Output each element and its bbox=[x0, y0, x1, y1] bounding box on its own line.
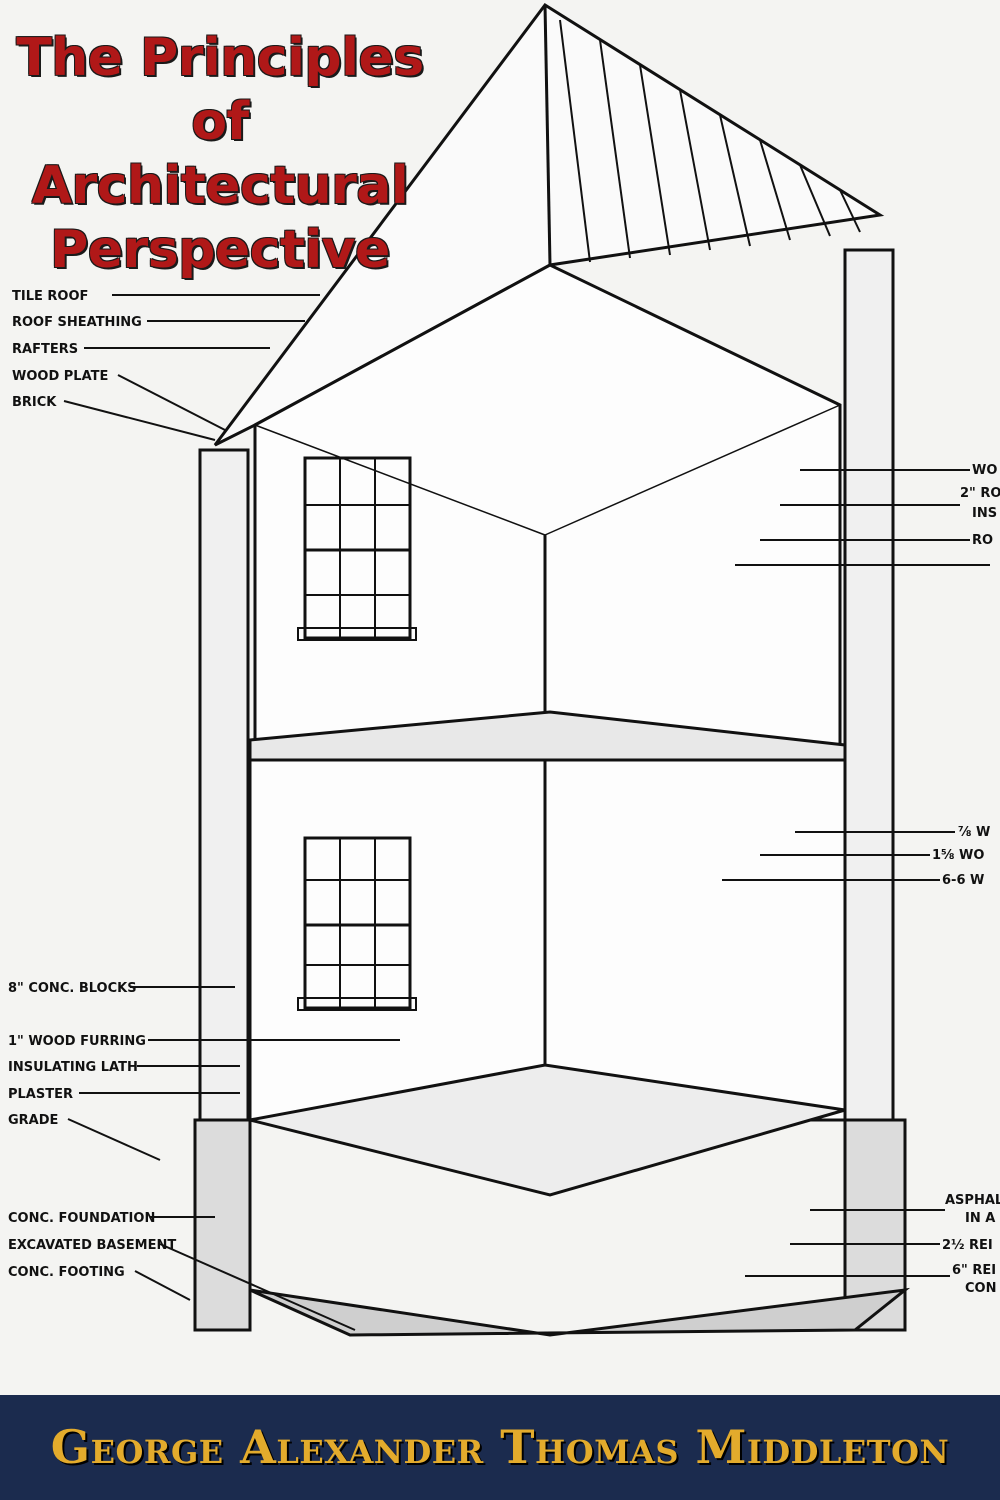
title-line-2: of Architectural bbox=[31, 92, 409, 216]
lower-window bbox=[303, 836, 412, 1010]
label-right-5: ⅞ W bbox=[958, 825, 990, 840]
label-right-9: IN A bbox=[965, 1211, 995, 1226]
label-right-10: 2½ REI bbox=[942, 1238, 993, 1253]
author-banner bbox=[0, 1395, 1000, 1500]
title-line-1: The Principles bbox=[16, 28, 424, 88]
label-right-3: INS bbox=[972, 506, 997, 521]
title-line-3: Perspective bbox=[50, 220, 390, 280]
label-wood-furring: 1" WOOD FURRING bbox=[8, 1034, 146, 1049]
label-insulating-lath: INSULATING LATH bbox=[8, 1060, 138, 1075]
label-right-8: ASPHALT bbox=[945, 1193, 1000, 1208]
label-right-4: RO bbox=[972, 533, 993, 548]
label-right-12: CON bbox=[965, 1281, 996, 1296]
label-right-2: 2" RO bbox=[960, 486, 1000, 501]
roof-slope bbox=[213, 2, 885, 447]
foundation bbox=[193, 1118, 252, 1332]
label-conc-footing: CONC. FOOTING bbox=[8, 1265, 125, 1280]
label-conc-foundation: CONC. FOUNDATION bbox=[8, 1211, 155, 1226]
upper-window bbox=[303, 456, 412, 640]
label-right-6: 1⅝ WO bbox=[932, 848, 984, 863]
label-rafters: RAFTERS bbox=[12, 342, 78, 357]
label-right-11: 6" REI bbox=[952, 1263, 996, 1278]
label-tile-roof: TILE ROOF bbox=[12, 289, 88, 304]
label-right-1: WO bbox=[972, 463, 997, 478]
book-title: The Principles of Architectural Perspect… bbox=[0, 26, 440, 282]
upper-room bbox=[253, 263, 842, 747]
label-plaster: PLASTER bbox=[8, 1087, 73, 1102]
label-conc-blocks: 8" CONC. BLOCKS bbox=[8, 981, 137, 996]
label-right-7: 6-6 W bbox=[942, 873, 984, 888]
author-name: George Alexander Thomas Middleton bbox=[50, 1420, 950, 1474]
label-grade: GRADE bbox=[8, 1113, 58, 1128]
label-roof-sheathing: ROOF SHEATHING bbox=[12, 315, 142, 330]
label-wood-plate: WOOD PLATE bbox=[12, 369, 108, 384]
label-brick: BRICK bbox=[12, 395, 57, 410]
label-excavated-basement: EXCAVATED BASEMENT bbox=[8, 1238, 176, 1253]
